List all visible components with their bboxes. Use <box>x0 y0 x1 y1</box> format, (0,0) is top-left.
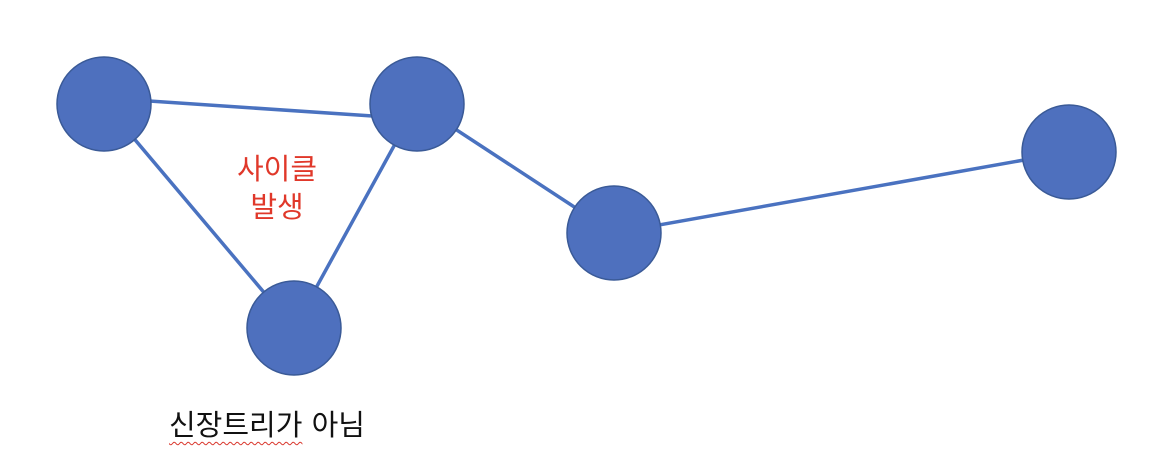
node-n4 <box>566 185 662 281</box>
node-n3 <box>246 280 342 376</box>
caption-underlined-text: 신장트리가 <box>169 408 303 442</box>
cycle-label: 사이클 발생 <box>212 150 342 226</box>
caption: 신장트리가 아님 <box>169 402 365 444</box>
edge-n1-n2 <box>102 96 419 121</box>
edge-n4-n5 <box>612 150 1071 235</box>
nodes-group <box>56 56 1117 376</box>
edge-n1-n3 <box>102 101 296 330</box>
cycle-label-line2: 발생 <box>250 190 304 224</box>
node-n5 <box>1021 104 1117 200</box>
node-n2 <box>369 56 465 152</box>
caption-rest-text: 아님 <box>302 408 365 442</box>
node-n1 <box>56 56 152 152</box>
cycle-label-line1: 사이클 <box>236 152 318 186</box>
